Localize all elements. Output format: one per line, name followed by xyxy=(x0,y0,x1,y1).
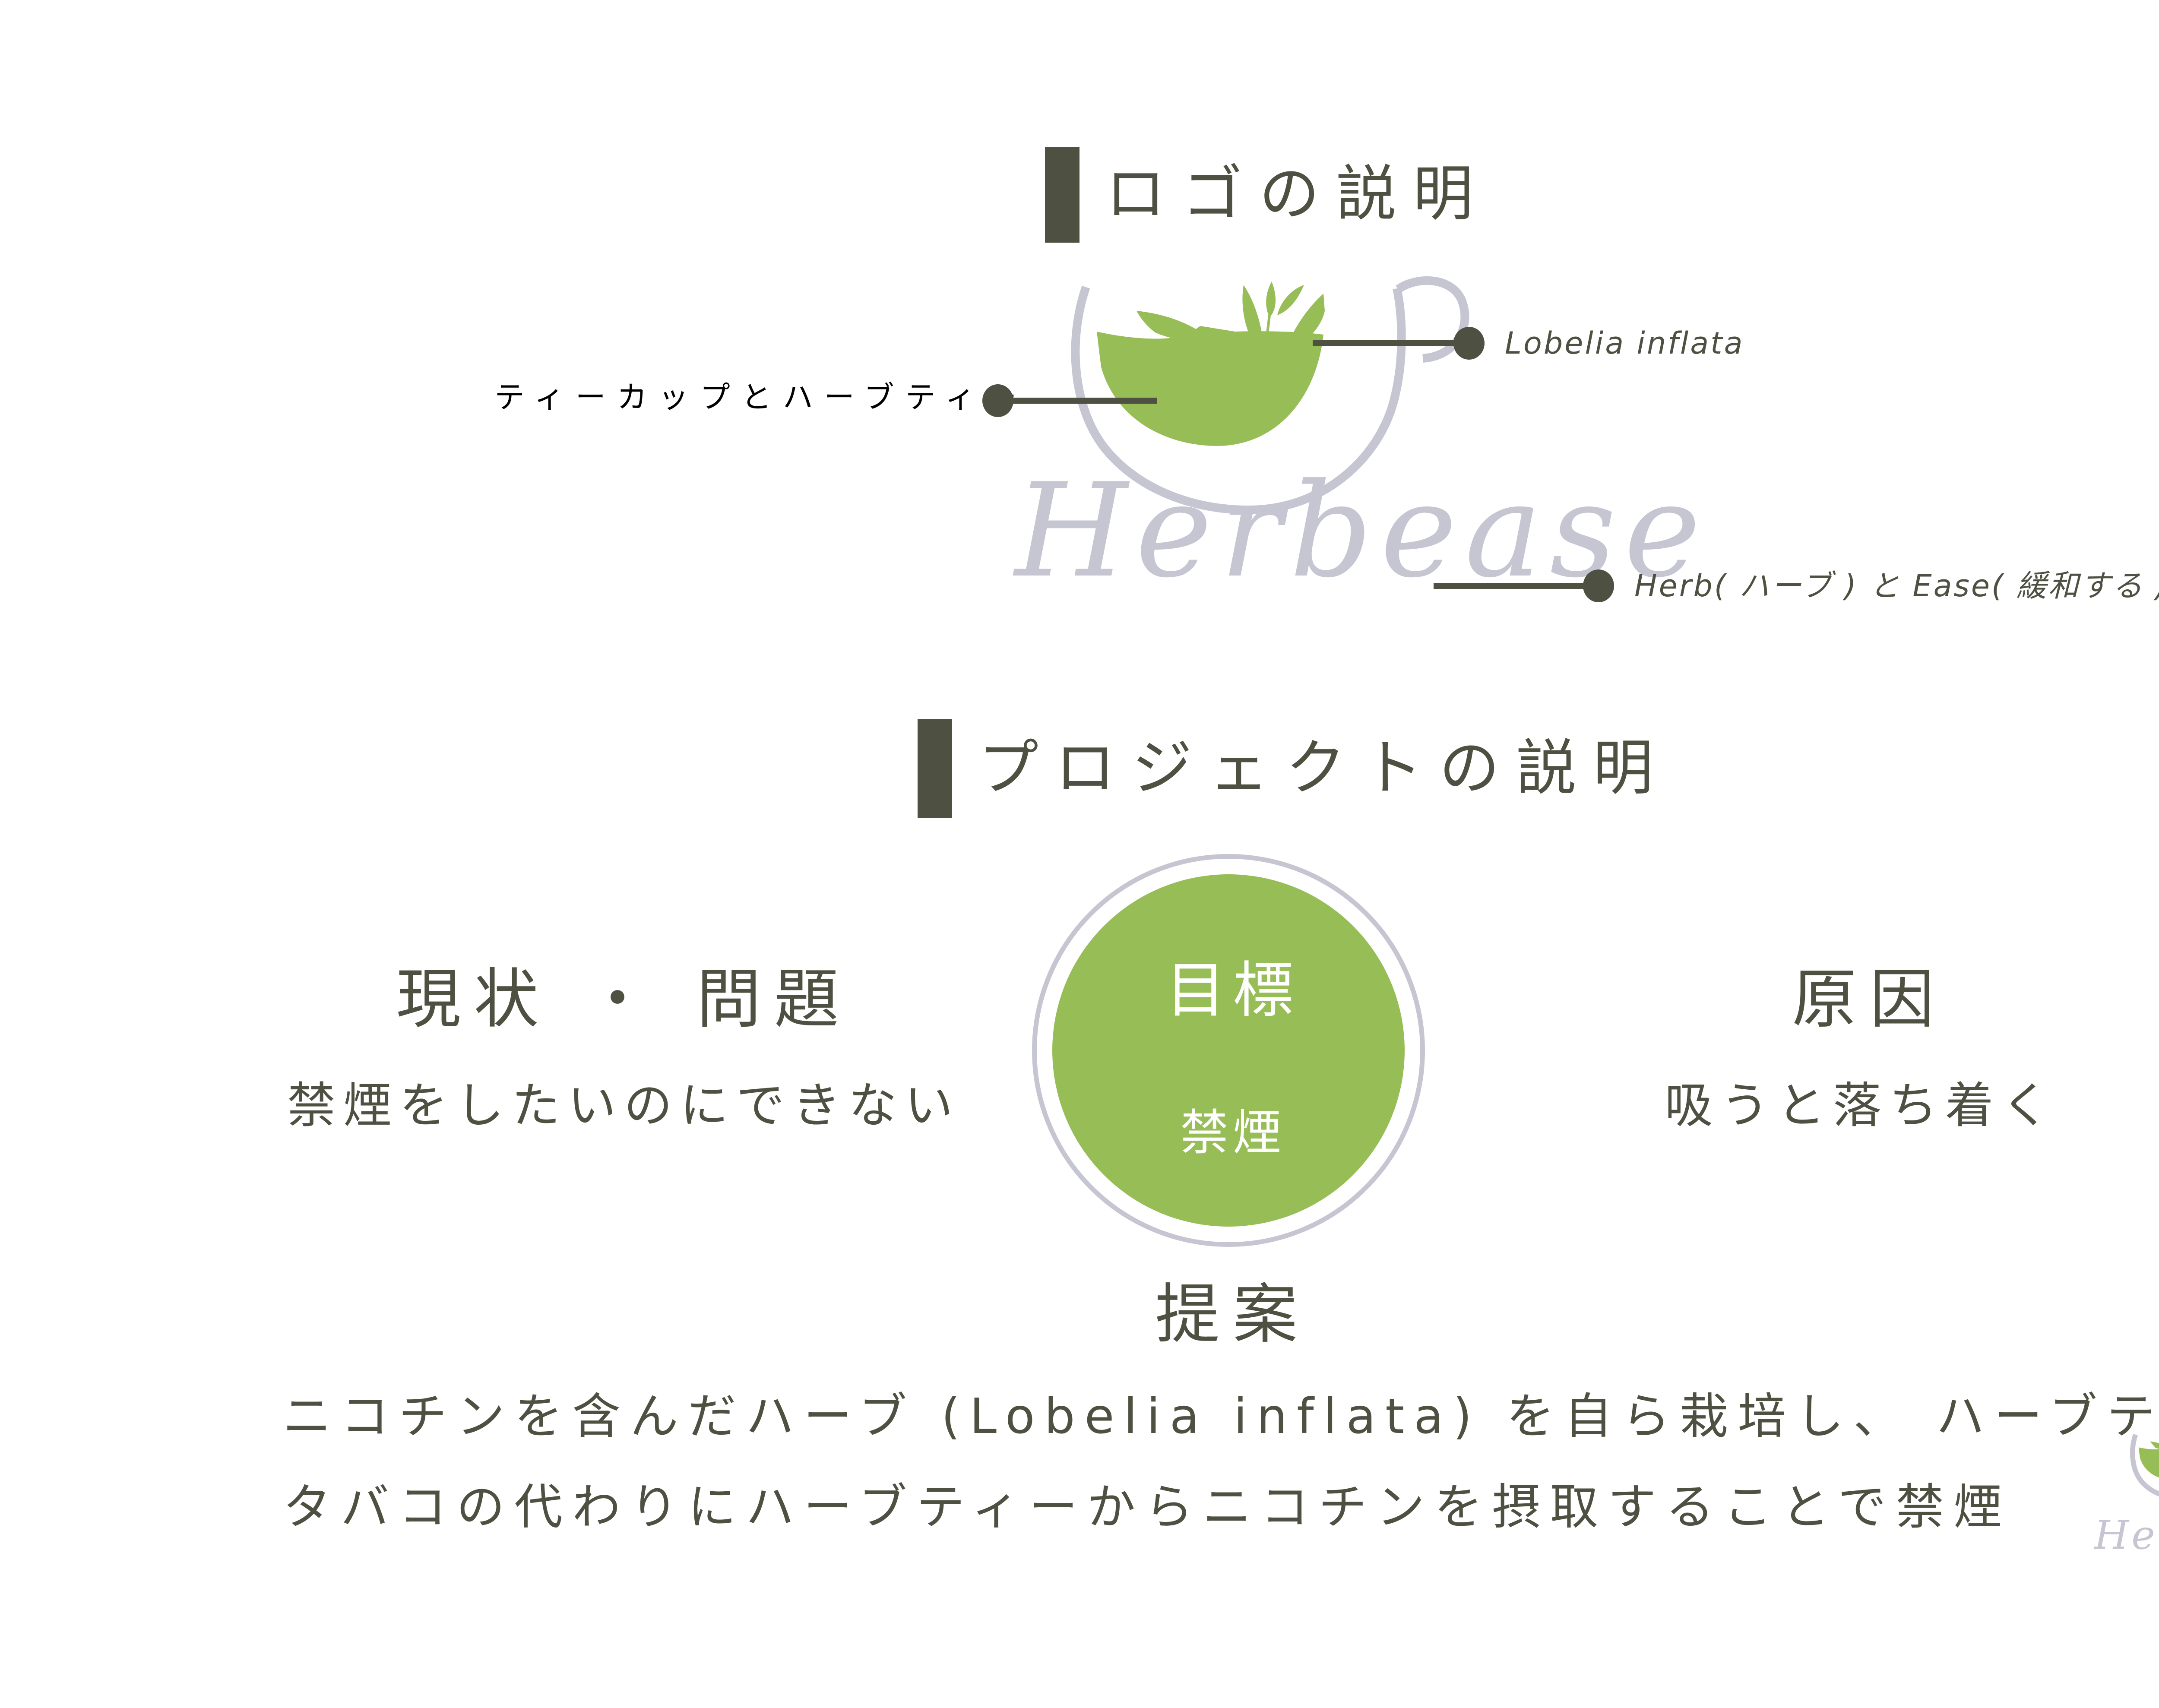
proposal-title: 提案 xyxy=(1155,1277,1311,1352)
herbease-logo: Herbease xyxy=(1015,268,1701,613)
goal-circle xyxy=(1052,874,1405,1227)
project-heading-bar xyxy=(918,719,952,818)
cause-body: 吸うと落ち着く xyxy=(1665,1078,2058,1134)
teacup-icon xyxy=(2130,1433,2159,1497)
teacup-icon xyxy=(1071,276,1469,515)
cause-title: 原因 xyxy=(1792,962,1948,1037)
footer-logo: Herbease xyxy=(2094,1429,2159,1567)
proposal-line-1: ニコチンを含んだハーブ (Lobelia inflata) を自ら栽培し、 ハー… xyxy=(283,1389,2159,1445)
callout-name-line xyxy=(1434,583,1606,589)
callout-plant-line xyxy=(1313,340,1477,346)
footer-logo-wordmark: Herbease xyxy=(2094,1512,2159,1558)
goal-title: 目標 xyxy=(1165,955,1301,1026)
proposal-line-2: タバコの代わりにハーブティーからニコチンを摂取することで禁煙 xyxy=(283,1479,2012,1535)
current-issue-body: 禁煙をしたいのにできない xyxy=(287,1078,961,1134)
callout-plant-dot xyxy=(1453,327,1485,360)
callout-teacup-label: ティーカップとハーブティー xyxy=(494,380,1028,415)
logo-wordmark: Herbease xyxy=(1015,455,1709,606)
logo-section-heading: ロゴの説明 xyxy=(1105,159,1490,229)
goal-value: 禁煙 xyxy=(1180,1105,1285,1161)
callout-plant-label: Lobelia inflata xyxy=(1505,326,1744,361)
callout-name-label: Herb( ハーブ ) と Ease( 緩和する ) xyxy=(1634,568,2159,604)
project-section-heading: プロジェクトの説明 xyxy=(978,733,1670,803)
callout-teacup-line xyxy=(997,398,1157,404)
current-issue-title: 現状 ・ 問題 xyxy=(396,962,852,1037)
logo-heading-bar xyxy=(1045,147,1080,243)
callout-name-dot xyxy=(1583,569,1614,602)
